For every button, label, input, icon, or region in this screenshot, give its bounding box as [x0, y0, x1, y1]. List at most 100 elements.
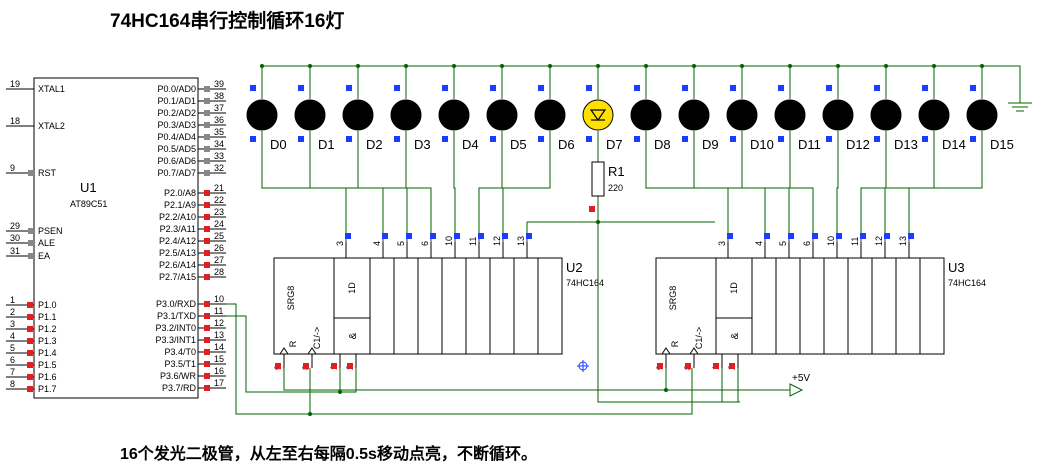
mcu-pin-marker: [204, 262, 210, 268]
and-label: &: [348, 332, 359, 339]
mcu-ref: U1: [80, 180, 97, 195]
led-14: [918, 99, 950, 131]
register-pin-marker: [430, 233, 436, 239]
shift-register-stage: [823, 257, 849, 355]
mcu-pin-number: 38: [214, 91, 224, 101]
mcu-pin-name: P1.4: [38, 348, 57, 358]
reset-label: R: [288, 340, 298, 347]
mcu-pin-number: 1: [10, 295, 15, 305]
led-pin-marker: [394, 136, 400, 142]
mcu-part: AT89C51: [70, 199, 107, 209]
led-2: [342, 99, 374, 131]
mcu-pin-name: P0.3/AD3: [157, 120, 196, 130]
mcu-pin-marker: [27, 374, 33, 380]
register-output-number: 10: [826, 236, 836, 246]
register-pin-marker: [812, 233, 818, 239]
led-6: [534, 99, 566, 131]
led-label: D14: [942, 137, 966, 152]
mcu-pin-number: 7: [10, 367, 15, 377]
register-output-number: 4: [754, 241, 764, 246]
led-pin-marker: [538, 136, 544, 142]
clock-triangle: [307, 347, 317, 355]
register-pin-marker: [331, 363, 337, 369]
register-pin-marker: [713, 363, 719, 369]
register-pin-marker: [406, 233, 412, 239]
mcu-pin-name: P0.6/AD6: [157, 156, 196, 166]
shift-register-stage: [751, 257, 777, 355]
mcu-pin-marker: [204, 274, 210, 280]
register-pin-marker: [729, 363, 735, 369]
mcu-pin-marker: [204, 301, 210, 307]
shift-register-input-block: [333, 257, 371, 355]
mcu-pin-number: 32: [214, 163, 224, 173]
led-cathode-wire: [261, 131, 347, 258]
mcu-pin-name: P1.6: [38, 372, 57, 382]
led-label: D7: [606, 137, 623, 152]
shift-register-stage: [895, 257, 921, 355]
mcu-pin-name: PSEN: [38, 226, 63, 236]
mcu-pin-number: 29: [10, 221, 20, 231]
mcu-pin-name: P2.2/A10: [159, 212, 196, 222]
vcc-wire: [283, 368, 790, 391]
schematic-caption: 16个发光二极管，从左至右每隔0.5s移动点亮，不断循环。: [120, 446, 537, 463]
register-pin-marker: [526, 233, 532, 239]
mcu-pin-number: 4: [10, 331, 15, 341]
mcu-pin-number: 17: [214, 378, 224, 388]
mcu-pin-number: 27: [214, 255, 224, 265]
led-pin-marker: [634, 136, 640, 142]
clock-triangle: [689, 347, 699, 355]
led-label: D6: [558, 137, 575, 152]
mcu-pin-marker: [204, 361, 210, 367]
shift-register-stage: [417, 257, 443, 355]
power-arrow: [789, 383, 804, 397]
mcu-pin-marker: [204, 349, 210, 355]
led-15: [966, 99, 998, 131]
mcu-pin-marker: [27, 350, 33, 356]
junction-dot: [338, 390, 342, 394]
led-label: D9: [702, 137, 719, 152]
register-pin-marker: [303, 363, 309, 369]
mcu-pin-name: P3.0/RXD: [156, 299, 197, 309]
register-pin-marker: [345, 233, 351, 239]
mcu-pin-name: P1.1: [38, 312, 57, 322]
mcu-pin-number: 12: [214, 318, 224, 328]
vcc-bus-wire: [262, 65, 1021, 103]
register-output-number: 13: [898, 236, 908, 246]
led-8: [630, 99, 662, 131]
led-4: [438, 99, 470, 131]
register-pin-marker: [382, 233, 388, 239]
clock-label: C1/->: [694, 327, 704, 349]
mcu-pin-marker: [204, 325, 210, 331]
mcu-pin-number: 13: [214, 330, 224, 340]
led-cathode-wire: [453, 131, 456, 258]
led-label: D13: [894, 137, 918, 152]
shift-register-left-block: [273, 257, 335, 355]
led-cathode-wire: [309, 131, 384, 258]
mcu-pin-name: P2.1/A9: [164, 200, 196, 210]
mcu-pin-marker: [204, 122, 210, 128]
mcu-pin-number: 18: [10, 116, 20, 126]
shift-register-stage: [441, 257, 467, 355]
shift-register-stage: [393, 257, 419, 355]
mcu-pin-marker: [27, 386, 33, 392]
register-pin-marker: [764, 233, 770, 239]
led-label: D11: [798, 137, 821, 152]
led-pin-marker: [826, 136, 832, 142]
mcu-pin-marker: [204, 202, 210, 208]
led-pin-marker: [346, 85, 352, 91]
mcu-pin-name: P0.4/AD4: [157, 132, 196, 142]
resistor-value: 220: [608, 183, 623, 193]
data-label: 1D: [347, 282, 357, 294]
mcu-pin-number: 16: [214, 366, 224, 376]
led-pin-marker: [778, 136, 784, 142]
mcu-pin-number: 36: [214, 115, 224, 125]
mcu-pin-marker: [204, 98, 210, 104]
led-pin-marker: [634, 85, 640, 91]
mcu-pin-marker: [204, 226, 210, 232]
mcu-pin-marker: [204, 250, 210, 256]
led-pin-marker: [250, 136, 256, 142]
mcu-pin-number: 26: [214, 243, 224, 253]
led-pin-marker: [970, 136, 976, 142]
